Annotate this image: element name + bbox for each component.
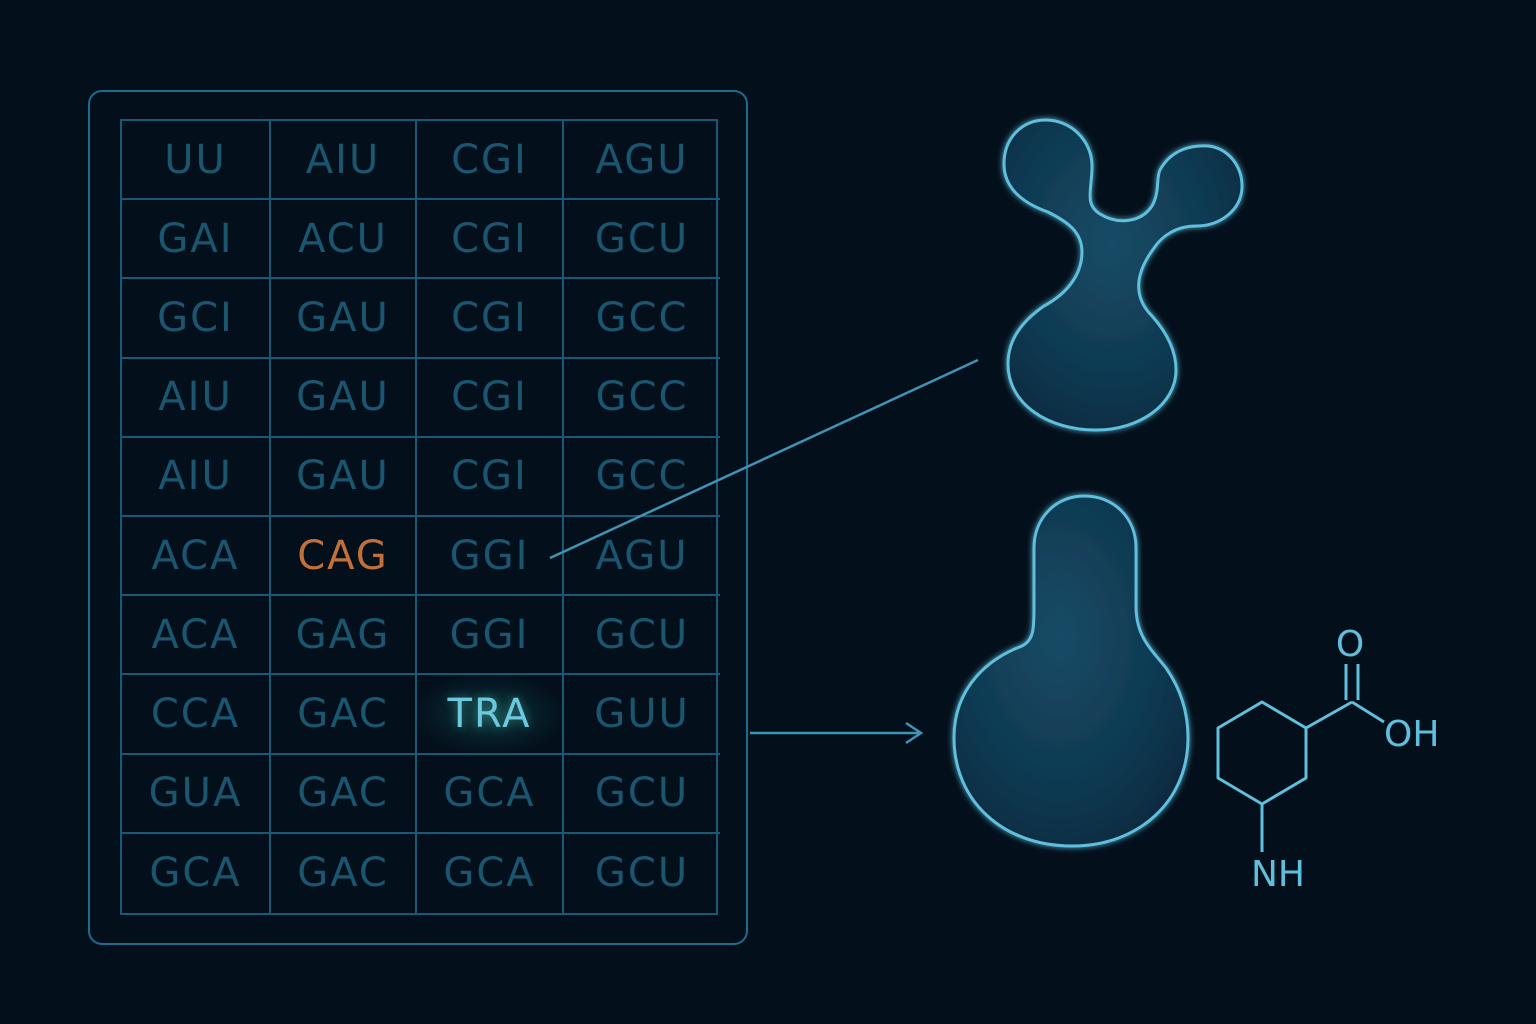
codon-cell: GAC bbox=[271, 754, 417, 834]
codon-cell: AIU bbox=[122, 358, 271, 438]
codon-cell: GUA bbox=[122, 754, 271, 834]
codon-cell: GGI bbox=[417, 596, 564, 676]
codon-cell: AIU bbox=[271, 121, 417, 201]
amino-acid-structure bbox=[1216, 664, 1385, 852]
codon-cell: UU bbox=[122, 121, 271, 201]
codon-cell: GCU bbox=[594, 850, 690, 897]
codon-cell: GUU bbox=[564, 675, 720, 755]
codon-cell: CGI bbox=[417, 437, 564, 517]
hexagon-ring bbox=[1216, 700, 1308, 806]
codon-cell: GAG bbox=[271, 596, 417, 676]
codon-cell: GCU bbox=[564, 755, 720, 834]
codon-cell: ACA bbox=[122, 516, 271, 597]
codon-cell: CCA bbox=[122, 675, 271, 755]
codon-cell: CGI bbox=[417, 200, 564, 280]
amine-label: NH bbox=[1251, 854, 1305, 895]
codon-cell: CGI bbox=[417, 279, 564, 359]
codon-cell: GCU bbox=[564, 200, 720, 280]
codon-cell: GAI bbox=[122, 200, 271, 280]
codon-cell: ACA bbox=[122, 596, 271, 676]
arrow-to-protein bbox=[750, 721, 924, 745]
codon-cell: GAU bbox=[271, 358, 417, 438]
codon-cell: AGU bbox=[564, 517, 720, 597]
codon-cell: GCA bbox=[417, 833, 564, 913]
codon-table-frame bbox=[88, 90, 748, 945]
codon-cell: GCU bbox=[564, 596, 720, 676]
codon-cell: GCC bbox=[564, 359, 720, 438]
codon-cell: CAG bbox=[271, 516, 417, 597]
codon-cell: GGI bbox=[417, 516, 564, 597]
codon-cell: GAC bbox=[271, 675, 417, 755]
codon-cell: GAU bbox=[271, 437, 417, 517]
codon-cell: AGU bbox=[564, 121, 720, 201]
codon-cell: GAC bbox=[271, 833, 417, 913]
connector-line-upper bbox=[549, 358, 979, 560]
codon-cell: GCA bbox=[122, 833, 271, 913]
codon-cell: CGI bbox=[417, 358, 564, 438]
codon-cell: GCA bbox=[417, 754, 564, 834]
oxygen-label: O bbox=[1336, 624, 1364, 665]
trna-shape bbox=[1002, 118, 1244, 432]
codon-cell: GAU bbox=[271, 279, 417, 359]
codon-cell: ACU bbox=[271, 200, 417, 280]
codon-cell: AIU bbox=[122, 437, 271, 517]
protein-shape bbox=[952, 494, 1190, 848]
codon-cell: TRA bbox=[417, 675, 564, 755]
codon-cell: GCC bbox=[564, 279, 720, 359]
codon-cell: GCI bbox=[122, 279, 271, 359]
hydroxyl-label: OH bbox=[1384, 714, 1439, 755]
codon-cell: CGI bbox=[417, 121, 564, 201]
